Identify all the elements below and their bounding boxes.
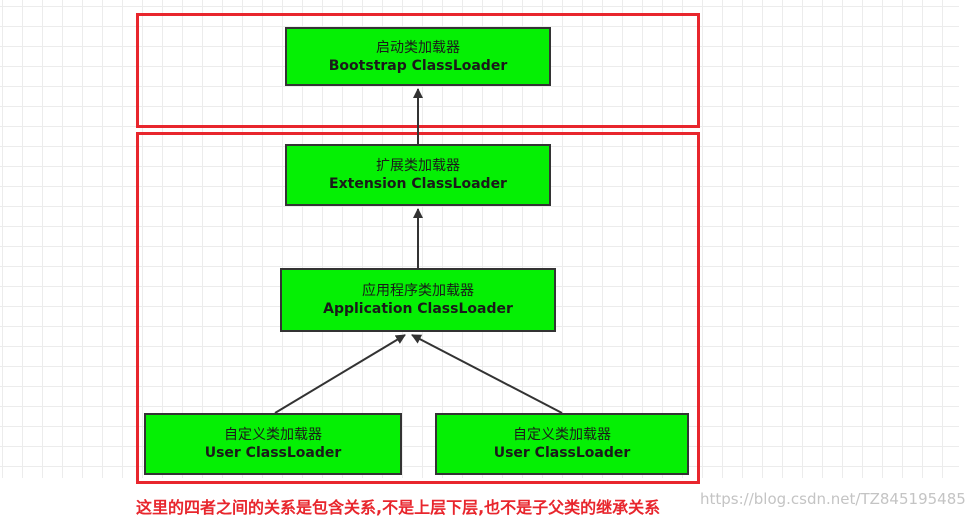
node-label-cn: 自定义类加载器: [513, 427, 611, 443]
node-label-en: Bootstrap ClassLoader: [328, 57, 508, 74]
node-label-cn: 扩展类加载器: [376, 158, 460, 174]
node-label-cn: 应用程序类加载器: [362, 283, 474, 299]
diagram-canvas: 启动类加载器 Bootstrap ClassLoader 扩展类加载器 Exte…: [0, 0, 959, 484]
arrow-user-right-to-application: [411, 334, 563, 414]
extension-classloader-node: 扩展类加载器 Extension ClassLoader: [285, 144, 551, 206]
application-classloader-node: 应用程序类加载器 Application ClassLoader: [280, 268, 556, 332]
node-label-en: Extension ClassLoader: [329, 176, 507, 192]
node-label-en: User ClassLoader: [493, 445, 631, 461]
node-label-cn: 自定义类加载器: [224, 427, 322, 443]
user-classloader-node-left: 自定义类加载器 User ClassLoader: [144, 413, 402, 475]
node-label-cn: 启动类加载器: [376, 39, 460, 56]
user-classloader-node-right: 自定义类加载器 User ClassLoader: [435, 413, 689, 475]
node-label-en: Application ClassLoader: [323, 301, 513, 317]
caption-text: 这里的四者之间的关系是包含关系,不是上层下层,也不是子父类的继承关系: [136, 498, 661, 517]
arrow-user-left-to-application: [274, 334, 406, 414]
bootstrap-classloader-node: 启动类加载器 Bootstrap ClassLoader: [285, 27, 551, 86]
watermark-text: https://blog.csdn.net/TZ845195485: [700, 490, 966, 508]
node-label-en: User ClassLoader: [204, 445, 342, 461]
